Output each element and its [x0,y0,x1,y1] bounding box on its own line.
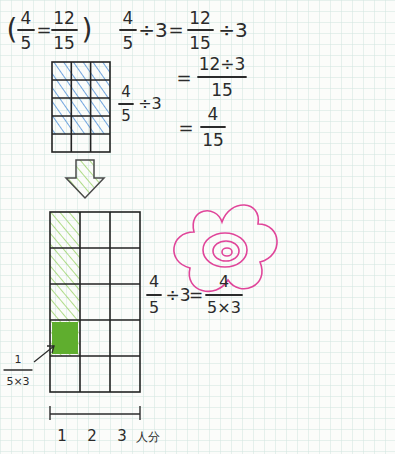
handwritten-math: 1 [15,354,22,365]
bracket [50,406,140,420]
handwritten-math: 2 [87,429,97,444]
handwritten-math: 5×3 [6,376,29,387]
down-arrow [66,160,104,198]
handwritten-math: 15 [189,35,211,52]
handwritten-math: 12 [189,10,211,27]
handwritten-math: 12 [53,10,75,27]
handwritten-math: 5 [149,300,159,316]
handwritten-math: 5×3 [207,300,241,316]
handwritten-math: 15 [211,82,233,99]
handwritten-math: ÷3 [138,20,167,40]
handwritten-math: 4 [208,106,219,123]
handwritten-math: 4 [21,10,32,27]
handwritten-math: ÷3 [165,287,190,304]
handwritten-math: 3 [117,429,127,444]
leader-arrow [34,346,54,362]
handwritten-math: 15 [202,132,224,149]
handwritten-math: 5 [121,109,131,124]
handwritten-math: 15 [53,35,75,52]
handwritten-math: 4 [219,274,229,290]
handwritten-math: 4 [149,274,159,290]
handwritten-math: = [176,69,191,87]
handwritten-math: 12÷3 [199,56,246,73]
flower-doodle [174,205,277,291]
fraction-grid [50,212,140,392]
handwritten-math: 4 [123,10,134,27]
handwritten-math: ) [82,16,93,44]
fraction-grid [52,62,110,152]
handwritten-math: = [178,119,193,137]
handwritten-math: = [36,21,51,39]
handwritten-math: 1 [57,429,67,444]
handwritten-math: 5 [123,35,134,52]
handwritten-math: 4 [121,85,131,100]
handwritten-math: ÷3 [218,20,247,40]
handwritten-math: = [168,21,183,39]
handwritten-math: ( [7,16,18,44]
handwritten-math: = [189,287,203,304]
handwritten-math: ÷3 [138,96,162,112]
handwritten-math: 人分 [136,431,160,443]
fraction-bars [4,30,246,370]
handwritten-math: 5 [21,35,32,52]
